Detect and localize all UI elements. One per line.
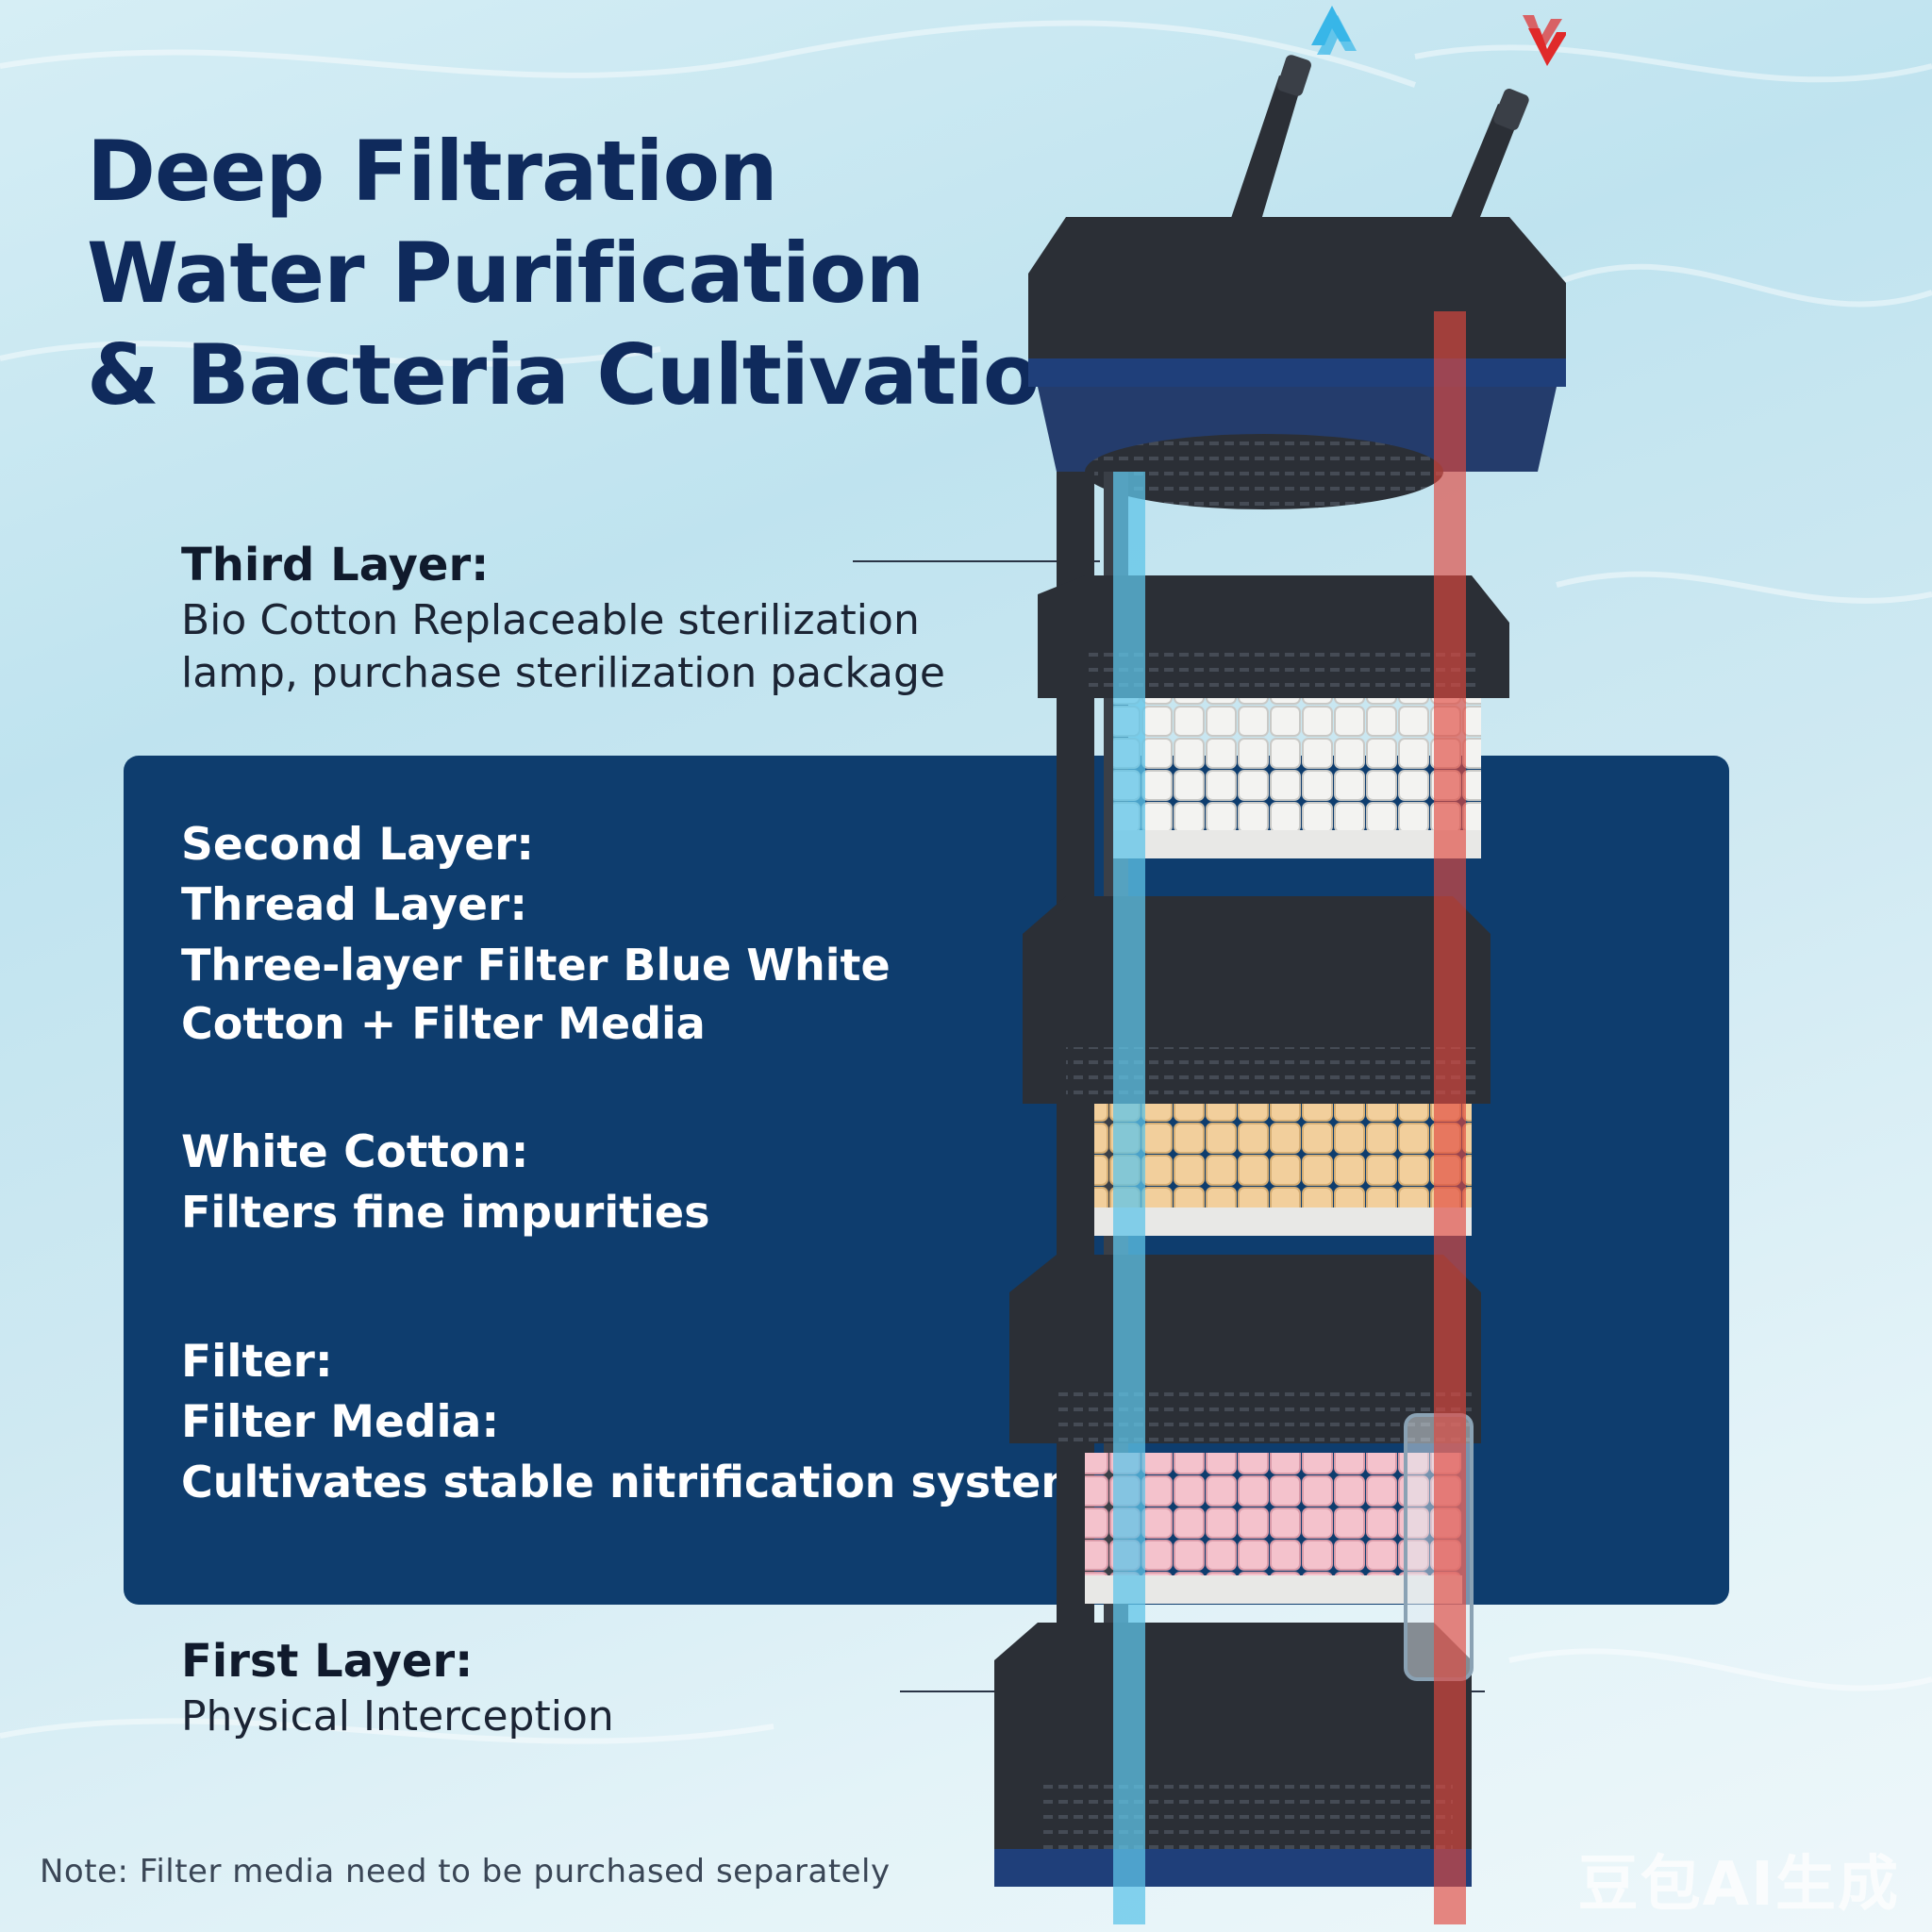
- first-layer-title: First Layer:: [181, 1635, 474, 1688]
- media-plate: [1085, 1575, 1462, 1604]
- third-layer-callout: Third Layer: Bio Cotton Replaceable ster…: [181, 536, 945, 700]
- arrow-down-icon: [1523, 15, 1566, 66]
- inflow-line: [1113, 472, 1145, 1924]
- third-layer-desc-line-1: Bio Cotton Replaceable sterilization: [181, 596, 920, 644]
- arrow-up-icon: [1311, 6, 1357, 55]
- headline-line-2: Water Purification: [87, 225, 924, 322]
- ai-watermark: 豆包AI生成: [1577, 1850, 1900, 1920]
- second-layer-desc-line-1: Three-layer Filter Blue White: [181, 940, 891, 991]
- headline: Deep Filtration Water Purification & Bac…: [87, 121, 1098, 426]
- third-layer-title: Third Layer:: [181, 539, 490, 591]
- pink-filter-media: [1085, 1453, 1462, 1585]
- headline-line-1: Deep Filtration: [87, 123, 778, 220]
- third-layer-tray: [1038, 575, 1509, 698]
- white-cotton-desc: Filters fine impurities: [181, 1187, 710, 1238]
- thread-layer-title: Thread Layer:: [181, 879, 528, 931]
- filter-title: Filter:: [181, 1336, 333, 1388]
- canister-lid: [1028, 217, 1566, 509]
- inlet-nozzle: [1228, 55, 1311, 236]
- second-layer-callout: Second Layer: Thread Layer: Three-layer …: [181, 815, 891, 1053]
- middle-tray: [1023, 896, 1491, 1104]
- outflow-line: [1434, 311, 1466, 1924]
- filter-media-title: Filter Media:: [181, 1396, 500, 1448]
- second-layer-desc-line-2: Cotton + Filter Media: [181, 998, 706, 1049]
- canister-filter-illustration: [994, 6, 1566, 1924]
- headline-line-3: & Bacteria Cultivation: [87, 326, 1098, 424]
- purchase-note: Note: Filter media need to be purchased …: [40, 1853, 891, 1890]
- orange-filter-media: [1094, 1104, 1472, 1217]
- third-layer-leader-line: [853, 560, 1100, 562]
- base-first-layer: [994, 1623, 1472, 1887]
- white-cotton-title: White Cotton:: [181, 1126, 529, 1178]
- outlet-nozzle: [1443, 89, 1529, 243]
- first-layer-callout: First Layer: Physical Interception: [181, 1632, 614, 1743]
- first-layer-desc: Physical Interception: [181, 1692, 614, 1740]
- media-plate: [1094, 1208, 1472, 1236]
- filter-media-callout: Filter: Filter Media: Cultivates stable …: [181, 1332, 1086, 1511]
- filter-media-desc: Cultivates stable nitrification system: [181, 1457, 1087, 1507]
- white-bio-media: [1113, 698, 1481, 840]
- white-cotton-callout: White Cotton: Filters fine impurities: [181, 1123, 709, 1241]
- media-plate: [1113, 830, 1481, 858]
- second-layer-title: Second Layer:: [181, 819, 535, 871]
- third-layer-desc-line-2: lamp, purchase sterilization package: [181, 649, 946, 697]
